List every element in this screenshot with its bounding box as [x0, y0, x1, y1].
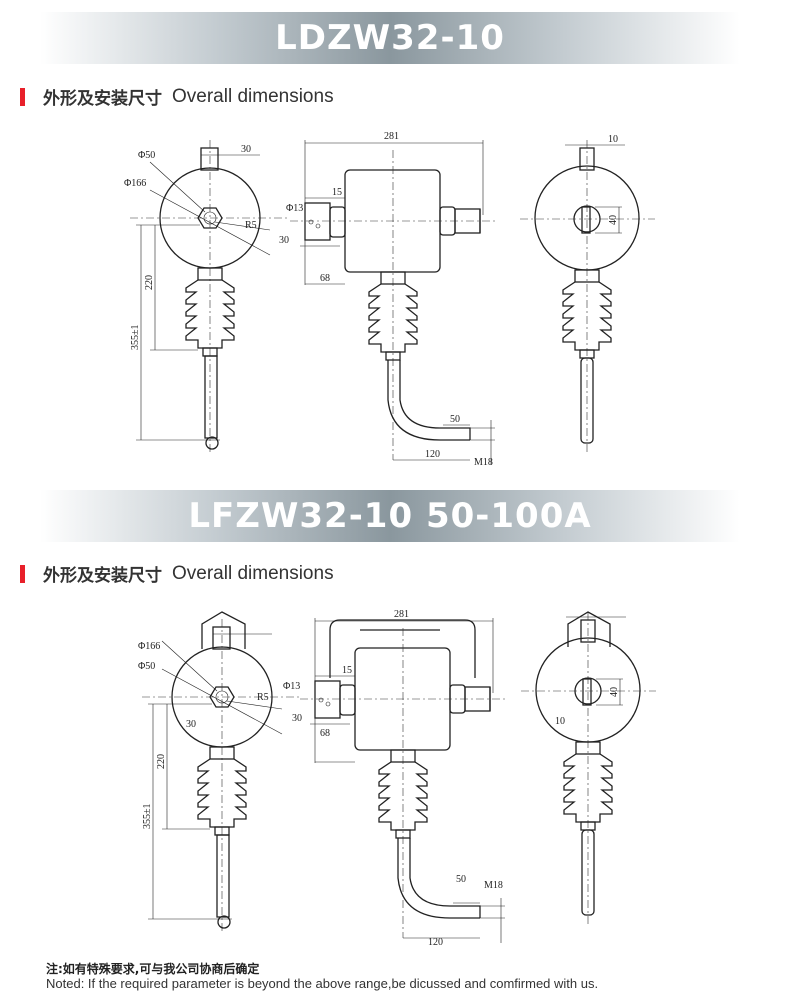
- dim-label: 120: [428, 937, 443, 948]
- ldzw32-rear-view: 10 40: [520, 134, 655, 455]
- dim-label: 10: [608, 134, 618, 145]
- heading-en: Overall dimensions: [172, 562, 334, 584]
- note-cn: 注:如有特殊要求,可与我公司协商后确定: [46, 962, 260, 976]
- accent-bar: [20, 564, 25, 583]
- dim-label: M18: [484, 880, 503, 891]
- heading-cn: 外形及安装尺寸: [43, 89, 162, 109]
- dim-label: R5: [245, 220, 257, 231]
- banner-title: LDZW32-10: [275, 18, 505, 58]
- dim-label: 15: [332, 187, 342, 198]
- dim-label: 355±1: [142, 804, 153, 830]
- dim-label: 50: [456, 874, 466, 885]
- dim-label: 30: [279, 235, 289, 246]
- dim-label: Φ166: [124, 178, 146, 189]
- section-banner-ldzw32: LDZW32-10: [40, 12, 740, 64]
- dim-label: Φ50: [138, 150, 155, 161]
- dim-label: Φ166: [138, 641, 160, 652]
- dim-label: Φ50: [138, 661, 155, 672]
- dim-label: 30: [292, 713, 302, 724]
- section-heading: 外形及安装尺寸 Overall dimensions: [20, 84, 334, 109]
- dim-label: R5: [257, 692, 269, 703]
- dim-label: Φ13: [286, 203, 303, 214]
- dim-label: 15: [342, 665, 352, 676]
- dim-label: 40: [608, 215, 619, 225]
- dim-label: 68: [320, 728, 330, 739]
- dim-label: 40: [609, 687, 620, 697]
- dim-label: 50: [450, 414, 460, 425]
- dim-label: 220: [144, 275, 155, 290]
- heading-en: Overall dimensions: [172, 85, 334, 107]
- lfzw32-front-view: Φ166 Φ50 30 R5 220 355±1: [138, 611, 302, 934]
- dim-label: 68: [320, 273, 330, 284]
- dim-label: 220: [156, 754, 167, 769]
- lfzw32-side-view: 281 15 Φ13 30 68 50 120 M18: [283, 609, 505, 948]
- dim-label: Φ13: [283, 681, 300, 692]
- ldzw32-front-view: Φ50 Φ166 30 R5 220 355±1: [124, 140, 290, 455]
- heading-cn: 外形及安装尺寸: [43, 566, 162, 586]
- ldzw32-side-view: 281 15 Φ13 30 68 50 120 M18: [279, 131, 495, 468]
- dim-label: 30: [186, 719, 196, 730]
- dim-label: 10: [555, 716, 565, 727]
- section-heading: 外形及安装尺寸 Overall dimensions: [20, 561, 334, 586]
- dim-label: 120: [425, 449, 440, 460]
- dim-label: 30: [241, 144, 251, 155]
- dim-label: M18: [474, 457, 493, 468]
- lfzw32-rear-view: 10 40: [521, 611, 656, 927]
- banner-title: LFZW32-10 50-100A: [188, 496, 592, 536]
- note-en: Noted: If the required parameter is beyo…: [46, 976, 599, 991]
- dim-label: 281: [394, 609, 409, 620]
- section-banner-lfzw32: LFZW32-10 50-100A: [40, 490, 740, 542]
- dim-label: 355±1: [130, 325, 141, 351]
- dim-label: 281: [384, 131, 399, 142]
- accent-bar: [20, 87, 25, 106]
